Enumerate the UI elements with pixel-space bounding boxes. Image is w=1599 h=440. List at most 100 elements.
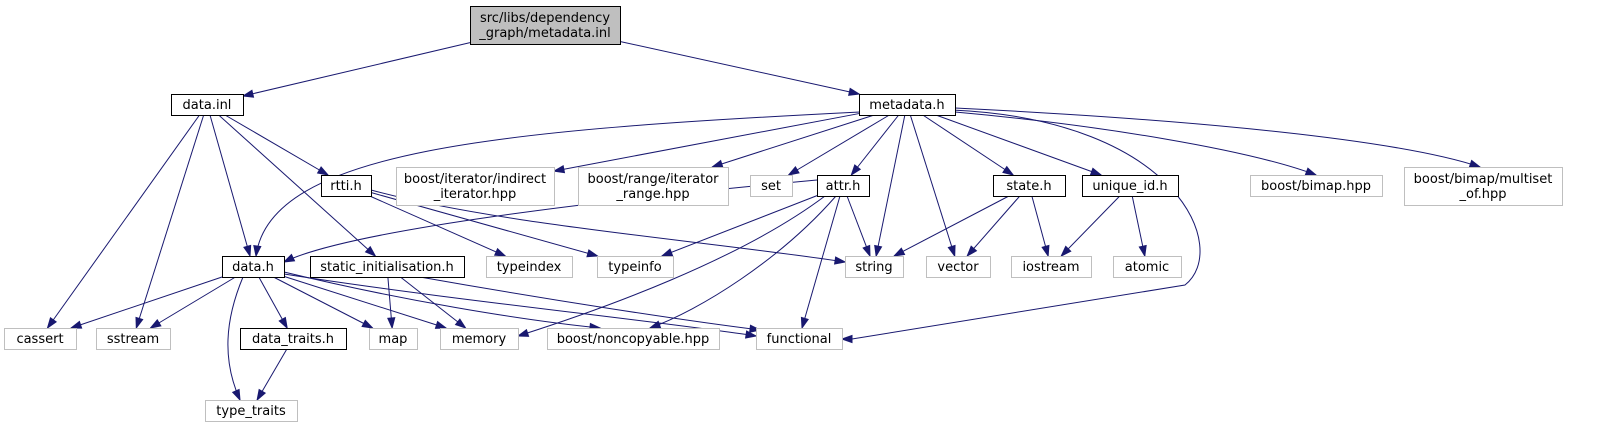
edge-root-to-data-inl xyxy=(241,42,471,98)
node-state-h[interactable]: state.h xyxy=(993,175,1066,197)
edge-data-h-to-cassert xyxy=(69,276,223,329)
edge-state-h-to-string xyxy=(892,195,1010,257)
edge-root-to-data-inl-line xyxy=(242,42,471,97)
node-iostream: iostream xyxy=(1011,256,1092,278)
edge-attr-h-to-functional-arrowhead xyxy=(800,316,809,330)
edge-data-h-to-memory-arrowhead xyxy=(434,320,448,329)
edge-metadata-h-to-unique-id-arrowhead xyxy=(1089,167,1103,176)
edge-state-h-to-string-line xyxy=(893,195,1010,257)
edge-rtti-h-to-string-arrowhead xyxy=(833,256,847,265)
node-boost-iter: boost/iterator/indirect_iterator.hpp xyxy=(396,167,555,206)
edge-root-to-data-inl-arrowhead xyxy=(241,89,255,98)
nodes-layer: src/libs/dependency_graph/metadata.inlda… xyxy=(4,6,1563,422)
edge-root-to-metadata-h-line xyxy=(619,40,860,95)
edge-metadata-h-to-data-h xyxy=(253,111,861,258)
edge-data-h-to-type-traits-line xyxy=(227,276,244,401)
node-data-traits-label: data_traits.h xyxy=(252,332,334,347)
node-boost-multiset-box xyxy=(1404,167,1563,206)
edge-static-init-to-memory-arrowhead xyxy=(454,318,467,329)
node-sstream-label: sstream xyxy=(107,332,159,347)
edge-data-h-to-map-line xyxy=(273,276,373,329)
edge-data-inl-to-sstream xyxy=(135,114,205,330)
node-noncopyable-label: boost/noncopyable.hpp xyxy=(557,332,710,347)
edge-static-init-to-map-arrowhead xyxy=(387,317,396,330)
node-type-traits: type_traits xyxy=(205,400,298,422)
edge-root-to-metadata-h-arrowhead xyxy=(848,87,861,96)
node-noncopyable: boost/noncopyable.hpp xyxy=(547,328,720,350)
node-boost-iter-label-2: _iterator.hpp xyxy=(433,187,517,202)
node-string-box xyxy=(845,256,904,278)
node-typeinfo: typeinfo xyxy=(597,256,674,278)
edge-attr-h-to-string xyxy=(846,195,871,258)
edge-attr-h-to-string-line xyxy=(846,195,871,257)
edge-state-h-to-string-arrowhead xyxy=(892,247,906,257)
edge-data-inl-to-data-h-line xyxy=(209,114,251,257)
edge-static-init-to-memory-line xyxy=(400,276,466,329)
node-boost-bimap: boost/bimap.hpp xyxy=(1250,175,1383,197)
edge-rtti-h-to-typeindex-line xyxy=(369,195,506,257)
edge-attr-h-to-memory xyxy=(516,195,826,337)
edge-state-h-to-vector xyxy=(966,195,1021,258)
edge-metadata-h-to-boost-iter xyxy=(552,113,860,174)
node-cassert: cassert xyxy=(4,328,77,350)
edge-data-inl-to-sstream-arrowhead xyxy=(135,316,144,330)
edge-data-inl-to-cassert xyxy=(46,114,200,330)
edge-metadata-h-to-boost-multiset-line xyxy=(954,107,1481,168)
edge-metadata-h-to-string xyxy=(874,114,906,258)
node-data-traits[interactable]: data_traits.h xyxy=(240,328,347,350)
edge-data-inl-to-static-init-line xyxy=(218,114,376,257)
node-rtti-h-label: rtti.h xyxy=(330,179,362,194)
node-boost-multiset-label-1: boost/bimap/multiset xyxy=(1414,172,1553,187)
node-boost-multiset: boost/bimap/multiset_of.hpp xyxy=(1404,167,1563,206)
edge-metadata-h-to-vector-line xyxy=(909,114,956,257)
edge-rtti-h-to-typeinfo-arrowhead xyxy=(586,249,599,258)
node-set-box xyxy=(750,175,793,197)
node-boost-bimap-label: boost/bimap.hpp xyxy=(1261,179,1371,194)
edge-data-inl-to-cassert-arrowhead xyxy=(46,317,58,330)
node-data-inl[interactable]: data.inl xyxy=(171,94,244,116)
edge-metadata-h-to-boost-range-line xyxy=(712,114,875,168)
edge-data-h-to-cassert-arrowhead xyxy=(69,320,83,329)
edge-metadata-h-to-functional-line xyxy=(851,109,1201,340)
node-data-traits-box xyxy=(240,328,347,350)
node-attr-h-box xyxy=(817,175,870,197)
edge-metadata-h-to-data-h-arrowhead xyxy=(253,245,262,258)
node-memory-box xyxy=(440,328,519,350)
edge-rtti-h-to-typeindex xyxy=(369,195,507,257)
edge-static-init-to-map xyxy=(387,276,396,330)
edge-metadata-h-to-state-h-line xyxy=(922,114,1014,176)
edge-data-h-to-cassert-line xyxy=(70,276,223,329)
edge-data-h-to-noncopyable-line xyxy=(283,271,601,329)
node-data-h[interactable]: data.h xyxy=(222,256,285,278)
node-rtti-h[interactable]: rtti.h xyxy=(321,175,372,197)
edge-metadata-h-to-boost-iter-line xyxy=(553,113,860,172)
edge-rtti-h-to-typeindex-arrowhead xyxy=(493,247,507,257)
edge-data-inl-to-rtti-h-arrowhead xyxy=(316,166,330,176)
node-unique-id[interactable]: unique_id.h xyxy=(1082,175,1179,197)
edge-metadata-h-to-boost-bimap xyxy=(954,111,1318,176)
edge-data-inl-to-static-init xyxy=(218,114,377,258)
node-vector-label: vector xyxy=(937,260,979,275)
node-metadata-h[interactable]: metadata.h xyxy=(859,94,956,116)
node-string: string xyxy=(845,256,904,278)
edge-metadata-h-to-vector-arrowhead xyxy=(947,244,956,258)
node-rtti-h-box xyxy=(321,175,372,197)
edge-metadata-h-to-boost-multiset-arrowhead xyxy=(1468,159,1482,168)
node-boost-range-label-1: boost/range/iterator xyxy=(587,172,719,187)
edge-data-h-to-data-traits-arrowhead xyxy=(278,316,288,330)
node-attr-h[interactable]: attr.h xyxy=(817,175,870,197)
node-atomic-label: atomic xyxy=(1125,260,1169,275)
edge-metadata-h-to-string-arrowhead xyxy=(874,244,883,258)
node-functional-label: functional xyxy=(767,332,832,347)
node-map: map xyxy=(369,328,418,350)
edge-data-h-to-sstream-line xyxy=(150,276,236,329)
node-boost-multiset-label-2: _of.hpp xyxy=(1459,187,1507,202)
edge-metadata-h-to-unique-id xyxy=(935,114,1103,176)
node-functional-box xyxy=(756,328,843,350)
edge-metadata-h-to-boost-bimap-line xyxy=(954,111,1317,176)
edge-metadata-h-to-set xyxy=(787,114,890,176)
node-data-h-box xyxy=(222,256,285,278)
node-root[interactable]: src/libs/dependency_graph/metadata.inl xyxy=(470,6,621,45)
node-map-label: map xyxy=(379,332,408,347)
node-static-init[interactable]: static_initialisation.h xyxy=(310,256,465,278)
